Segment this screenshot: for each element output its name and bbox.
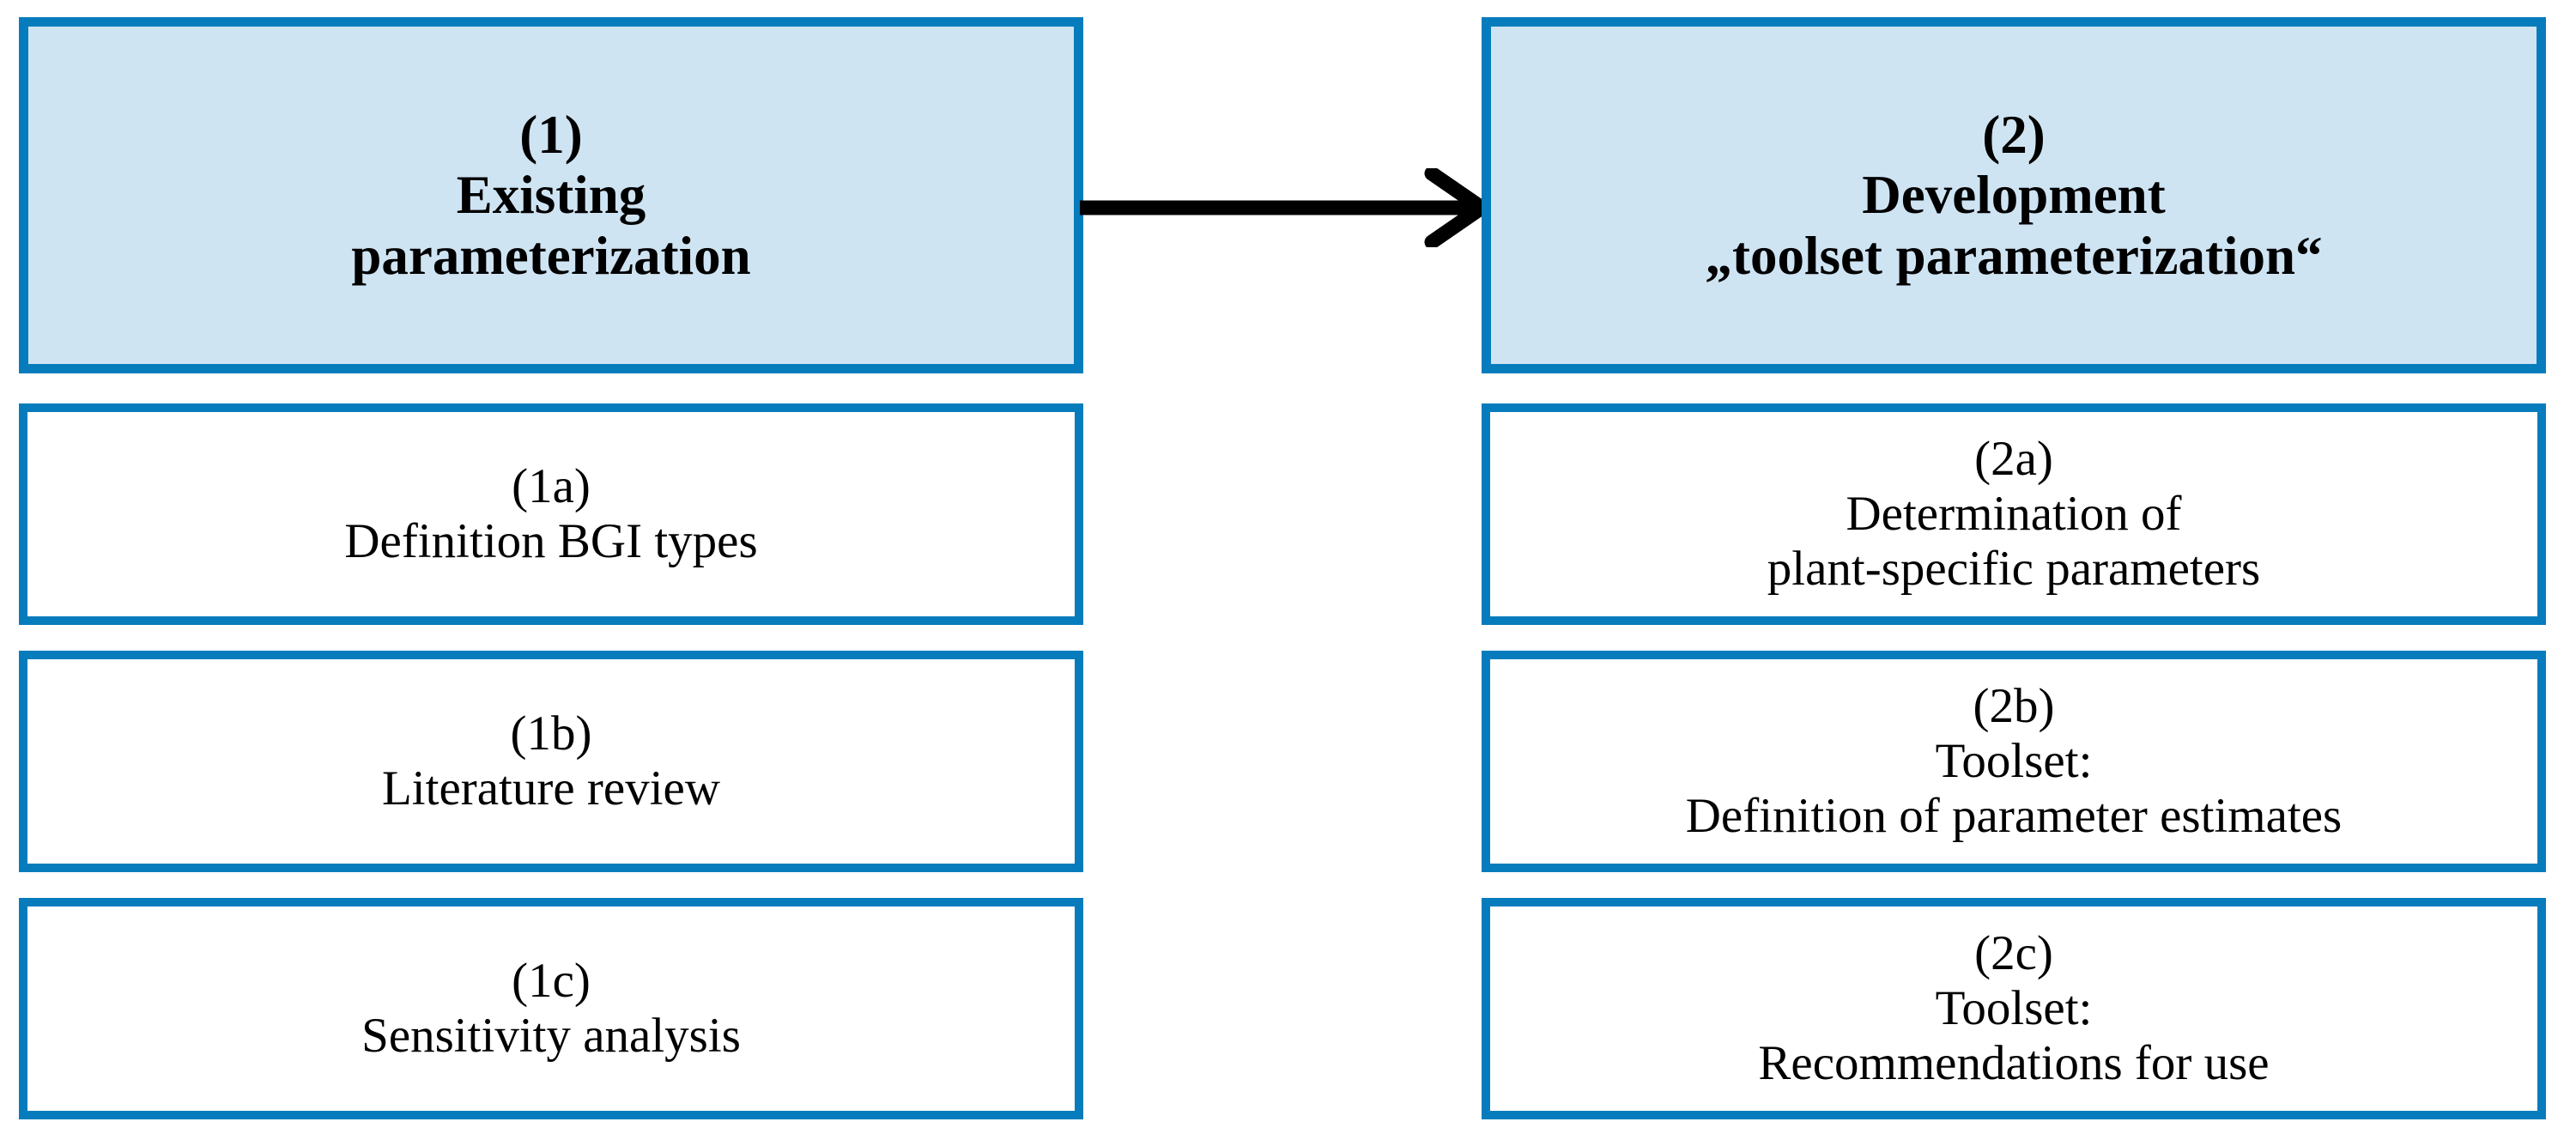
step-box-1a: (1a) Definition BGI types: [19, 403, 1083, 625]
step-box-1b: (1b) Literature review: [19, 651, 1083, 872]
step-box-1c: (1c) Sensitivity analysis: [19, 898, 1083, 1119]
step-box-2c-text: (2c) Toolset: Recommendations for use: [1746, 926, 2281, 1090]
header-box-1-line2: parameterization: [351, 225, 751, 286]
step-box-2b-text: (2b) Toolset: Definition of parameter es…: [1674, 679, 2354, 843]
step-box-2c-line1: Toolset:: [1935, 981, 2093, 1036]
step-box-2c: (2c) Toolset: Recommendations for use: [1482, 898, 2546, 1119]
step-box-1a-line1: Definition BGI types: [344, 514, 758, 568]
step-box-2a-text: (2a) Determination of plant-specific par…: [1755, 432, 2272, 596]
step-box-2b-line2: Definition of parameter estimates: [1685, 788, 2343, 843]
step-box-2c-line2: Recommendations for use: [1758, 1035, 2270, 1090]
step-box-1a-text: (1a) Definition BGI types: [332, 459, 769, 569]
step-box-1b-number: (1b): [510, 706, 592, 761]
step-box-1b-text: (1b) Literature review: [370, 706, 732, 816]
step-box-2a-line1: Determination of: [1846, 487, 2182, 542]
step-box-1a-number: (1a): [512, 459, 591, 514]
step-box-2b-number: (2b): [1973, 679, 2055, 734]
header-box-2-text: (2) Development „toolset parameterizatio…: [1693, 105, 2334, 287]
arrow-right-icon: [1080, 168, 1485, 247]
step-box-1c-text: (1c) Sensitivity analysis: [349, 954, 753, 1064]
header-box-2: (2) Development „toolset parameterizatio…: [1482, 17, 2546, 373]
step-box-1c-number: (1c): [512, 954, 591, 1009]
header-box-2-line1: Development: [1862, 165, 2166, 226]
step-box-2c-number: (2c): [1974, 926, 2053, 981]
header-box-1-line1: Existing: [456, 165, 646, 226]
step-box-1b-line1: Literature review: [381, 761, 721, 816]
header-box-1-number: (1): [519, 104, 583, 165]
step-box-1c-line1: Sensitivity analysis: [361, 1009, 741, 1063]
step-box-2b-line1: Toolset:: [1935, 734, 2093, 789]
header-box-2-number: (2): [1982, 104, 2046, 165]
header-box-2-line2: „toolset parameterization“: [1705, 225, 2323, 286]
header-box-1-text: (1) Existing parameterization: [339, 105, 762, 287]
step-box-2a-number: (2a): [1974, 432, 2053, 487]
step-box-2a-line2: plant-specific parameters: [1767, 541, 2261, 596]
step-box-2a: (2a) Determination of plant-specific par…: [1482, 403, 2546, 625]
step-box-2b: (2b) Toolset: Definition of parameter es…: [1482, 651, 2546, 872]
header-box-1: (1) Existing parameterization: [19, 17, 1083, 373]
